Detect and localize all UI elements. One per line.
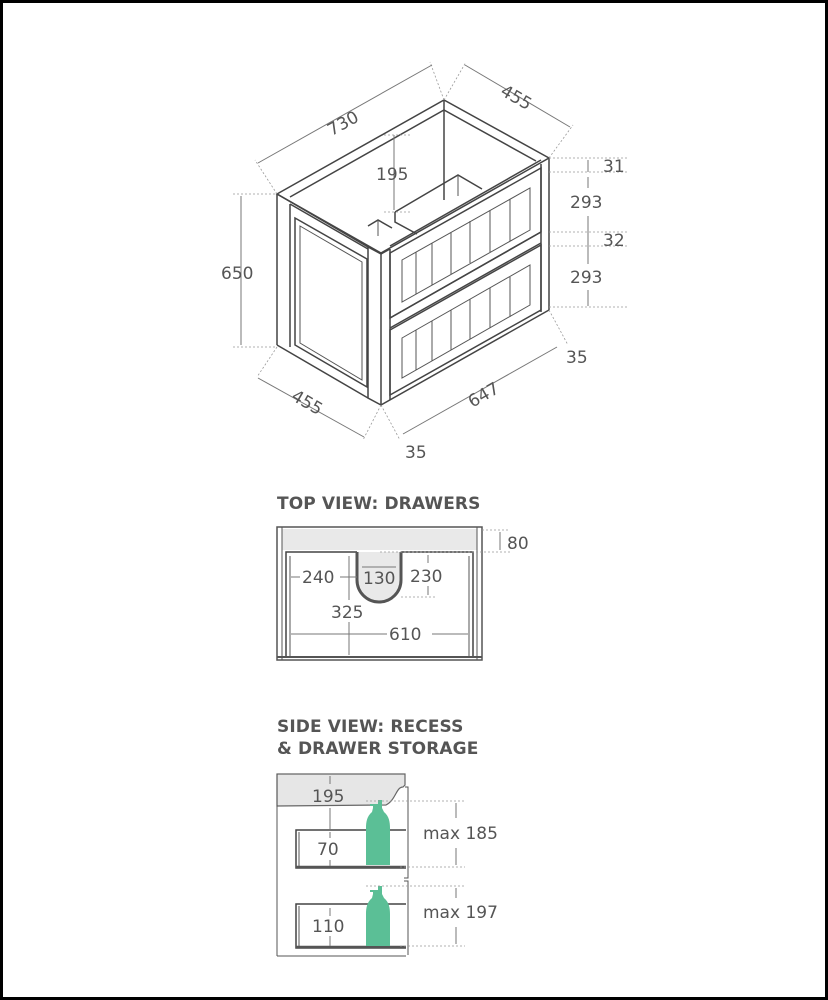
dim-recess-depth: 195: [376, 165, 408, 185]
dim-left-to-cutout: 240: [302, 568, 334, 588]
dim-lower-max: max 197: [423, 903, 498, 923]
dim-lower-drawer-height: 110: [312, 917, 344, 937]
side-view-outline: [276, 773, 409, 957]
dim-middle-rail: 32: [603, 231, 625, 251]
dim-drawer-1-height: 293: [570, 193, 602, 213]
dim-drawer-2-height: 293: [570, 268, 602, 288]
side-view-title-line2: & DRAWER STORAGE: [277, 739, 479, 759]
dim-cutout-width: 130: [363, 569, 395, 589]
dim-upper-max: max 185: [423, 824, 498, 844]
dim-height: 650: [221, 264, 253, 284]
cabinet-top-frame: [275, 99, 551, 254]
top-view-dimension-lines: [291, 529, 510, 655]
dim-top-rail: 31: [603, 157, 625, 177]
dim-upper-drawer-height: 70: [317, 840, 339, 860]
dim-cutout-depth: 230: [410, 567, 442, 587]
bottle-icon-lower: [366, 886, 390, 946]
dim-post-right: 35: [566, 348, 588, 368]
side-view-dimension-lines: [329, 776, 465, 947]
top-view-outline: [276, 526, 483, 661]
bottle-icon-upper: [366, 800, 390, 865]
top-view-title: TOP VIEW: DRAWERS: [277, 494, 481, 514]
cabinet-left-side: [276, 193, 369, 399]
dim-drawer-width: 610: [389, 625, 421, 645]
side-view-title-line1: SIDE VIEW: RECESS: [277, 717, 464, 737]
dim-back-offset: 80: [507, 534, 529, 554]
lower-drawer-front: [389, 231, 542, 397]
dim-drawer-depth: 325: [331, 603, 363, 623]
dim-post-left: 35: [405, 443, 427, 463]
isometric-dimension-lines: [233, 61, 628, 441]
dim-recess-height: 195: [312, 787, 344, 807]
